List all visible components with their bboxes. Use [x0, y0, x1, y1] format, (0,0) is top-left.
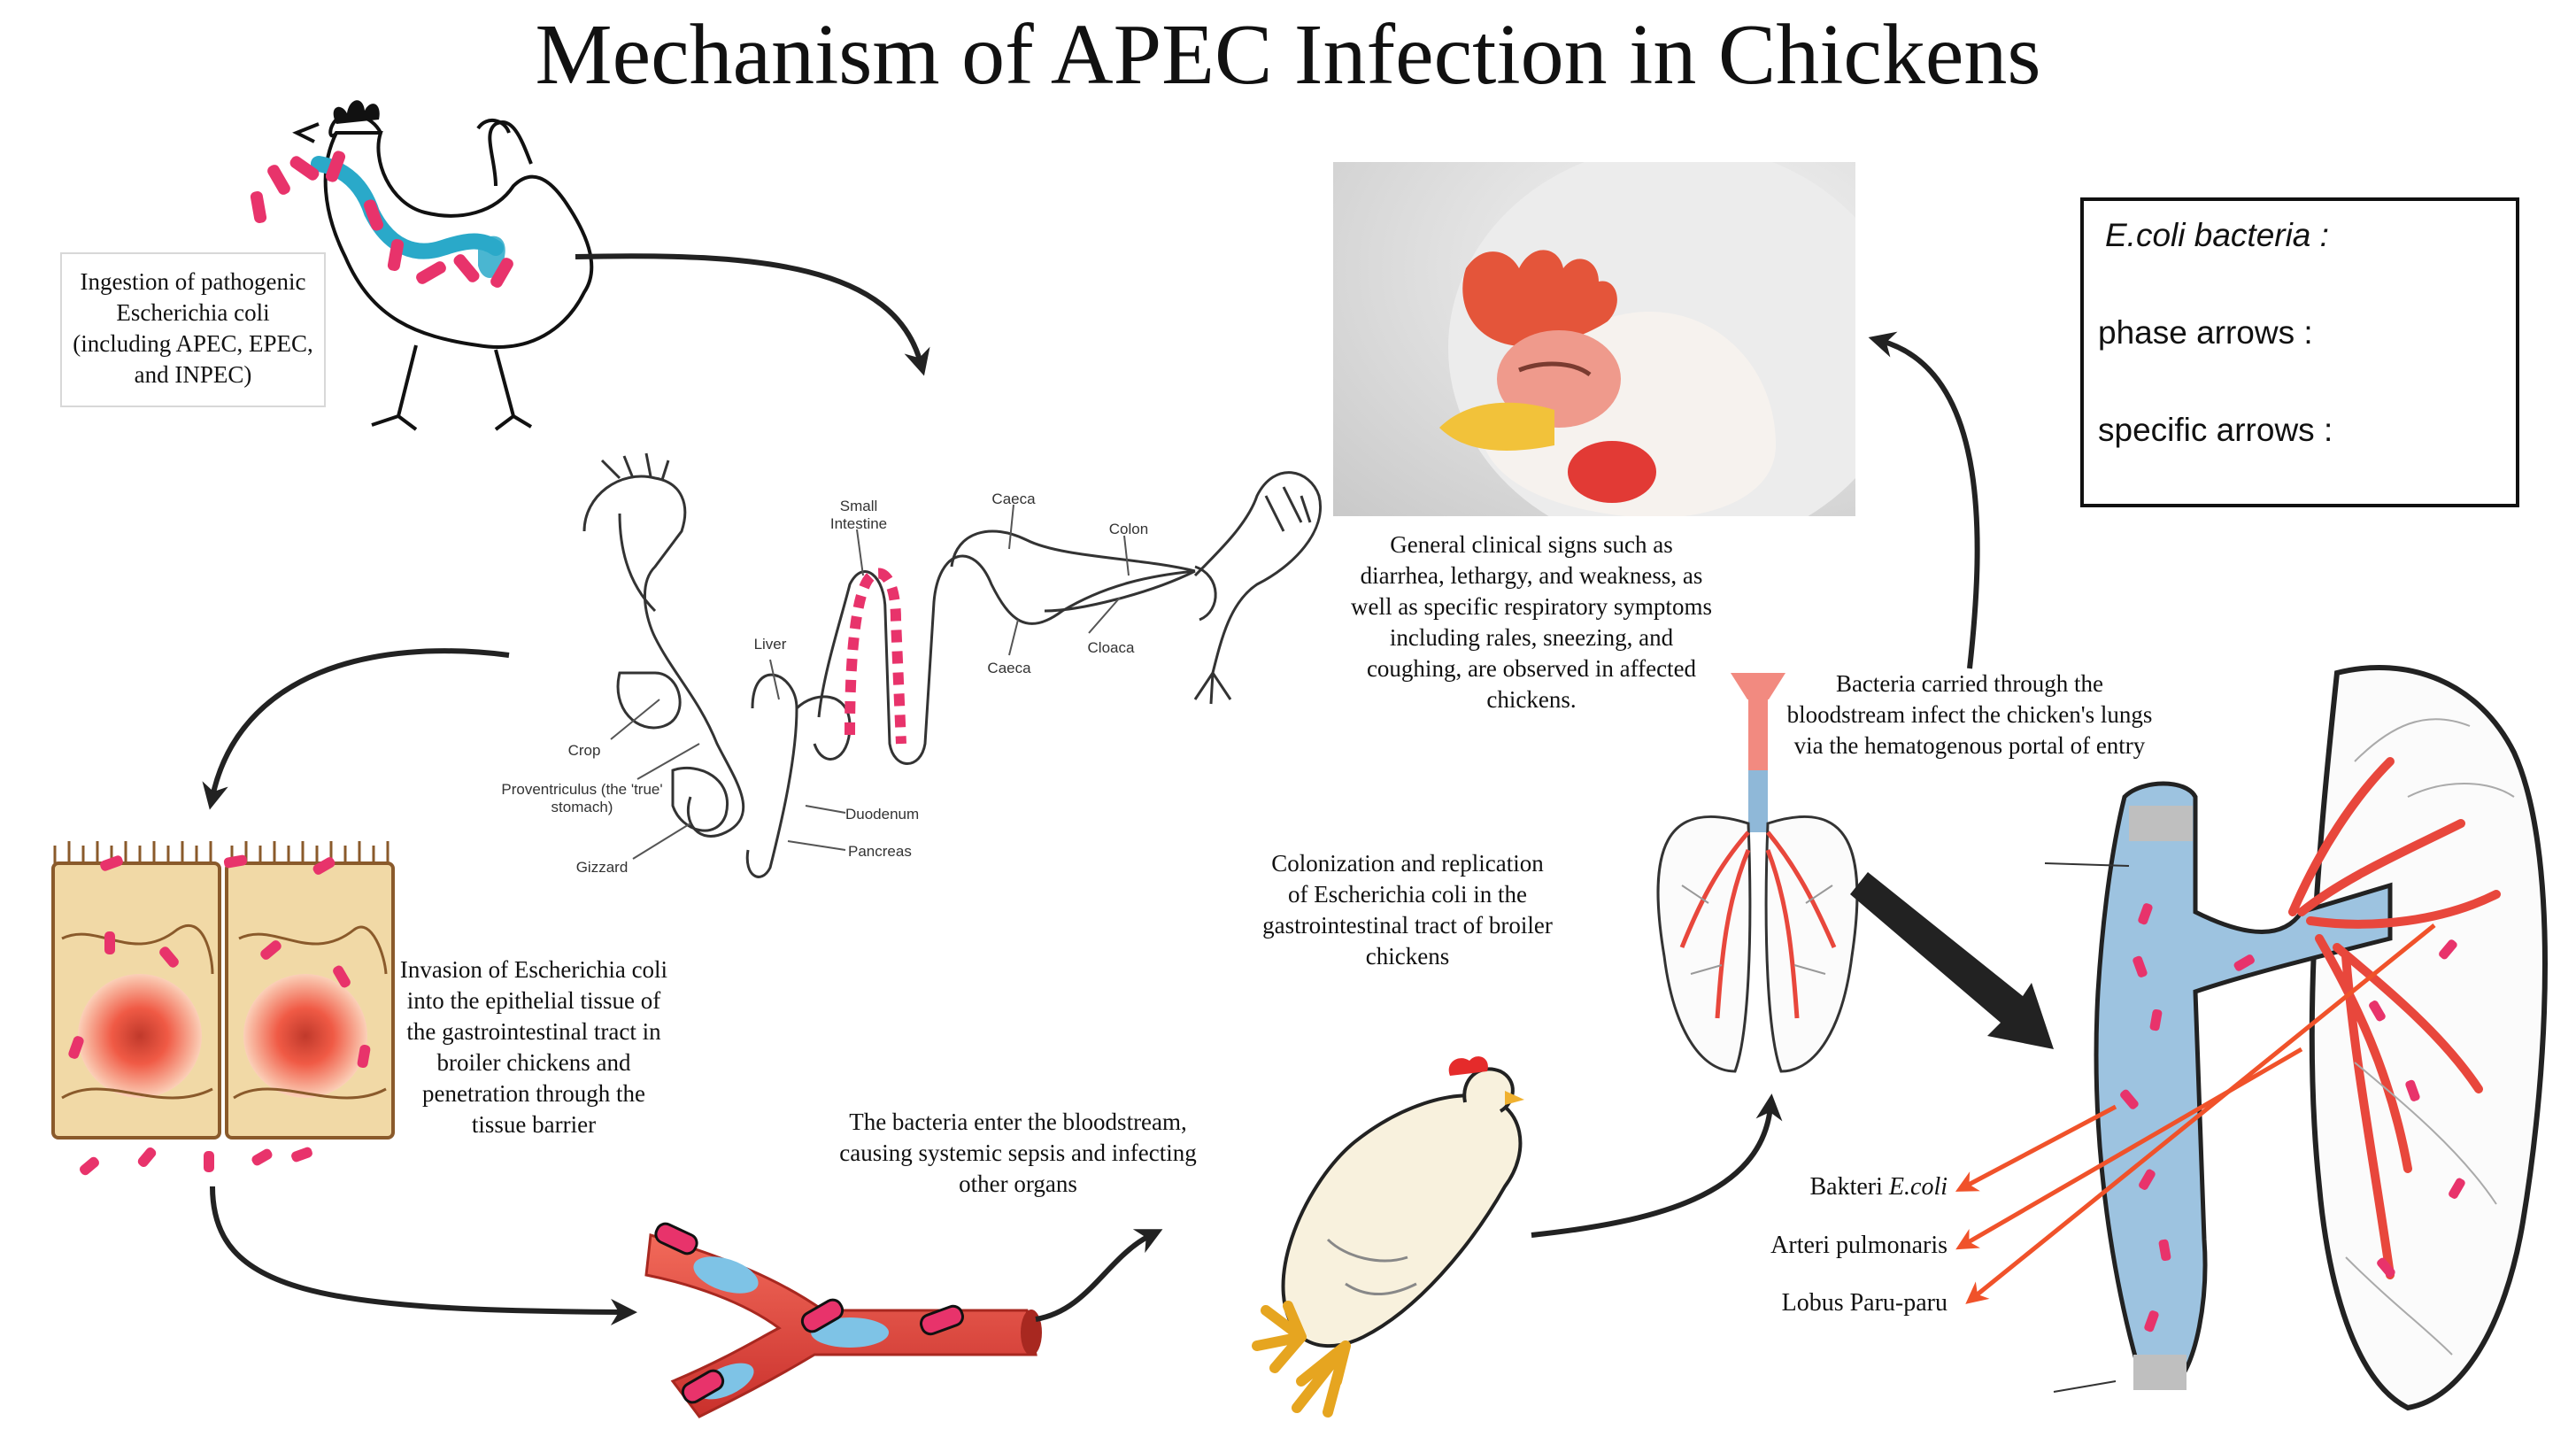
label-liver: Liver: [753, 636, 787, 653]
lung-closeup-icon: [2044, 665, 2548, 1411]
lungs-icon: [1656, 673, 1859, 1073]
big-arrow-to-closeup: [1850, 872, 2054, 1049]
chicken-comb-icon: [333, 100, 380, 124]
caption-colonization: Colonization and replication of Escheric…: [1262, 850, 1553, 970]
chicken-drinking-icon: [292, 113, 594, 431]
legend-ecoli-label: E.coli bacteria :: [2105, 217, 2329, 253]
phase-arrow-lungs-to-photo: [1868, 331, 1980, 669]
label-bakteri-italic: E.coli: [1888, 1173, 1947, 1201]
chicken-face-photo: [1333, 162, 1855, 516]
epithelial-cells-icon: [51, 841, 395, 1140]
phase-arrow-chicken-to-lungs: [1531, 1093, 1783, 1238]
label-crop: Crop: [567, 742, 601, 759]
anatomy-pointer-lines: [610, 504, 1130, 860]
caption-ingestion: Ingestion of pathogenic Escherichia coli…: [60, 252, 326, 407]
specific-arrow-lobus: [1965, 923, 2436, 1304]
specific-arrow-bakteri: [1955, 1104, 2117, 1192]
phase-arrows: [202, 253, 1980, 1325]
label-caeca-bottom: Caeca: [987, 660, 1031, 676]
label-gizzard: Gizzard: [575, 859, 629, 876]
bloodstream-bacteria-group: [654, 1222, 964, 1404]
label-bakteri-ecoli: Bakteri E.coli: [1682, 1173, 1947, 1201]
label-bakteri-prefix: Bakteri: [1809, 1173, 1889, 1201]
sick-chicken-icon: [1252, 1056, 1524, 1418]
label-proventriculus: Proventriculus (the 'true' stomach): [501, 781, 663, 815]
caption-invasion: Invasion of Escherichia coli into the ep…: [399, 956, 668, 1138]
digestive-tract-icon: [582, 452, 1322, 878]
phase-arrow-digestive-to-epithelium: [202, 648, 510, 810]
specific-arrow-arteri: [1955, 1047, 2303, 1250]
legend-phase-label: phase arrows :: [2098, 314, 2313, 351]
caption-clinical: General clinical signs such as diarrhea,…: [1351, 531, 1712, 713]
legend-box: E.coli bacteria : phase arrows : specifi…: [2080, 197, 2519, 507]
label-caeca-top: Caeca: [991, 491, 1036, 507]
caption-lungs: Bacteria carried through the bloodstream…: [1786, 670, 2153, 759]
label-arteri-pulmonaris: Arteri pulmonaris: [1770, 1232, 1947, 1259]
phase-arrow-epithelium-to-blood: [210, 1186, 637, 1325]
phase-arrow-blood-to-chicken: [1035, 1229, 1163, 1322]
phase-arrow-ingestion-to-digestive: [575, 253, 930, 376]
infected-intestine-icon: [845, 568, 906, 745]
blood-vessel-icon: [644, 1233, 1042, 1418]
label-pancreas: Pancreas: [848, 843, 912, 860]
specific-arrows: [1955, 923, 2436, 1304]
label-cloaca: Cloaca: [1087, 639, 1135, 656]
diagram-title: Mechanism of APEC Infection in Chickens: [535, 7, 2041, 103]
label-duodenum: Duodenum: [845, 806, 920, 823]
label-small-intestine: Small Intestine: [829, 498, 888, 532]
legend-specific-label: specific arrows :: [2098, 412, 2333, 448]
epithelium-bacteria-group: [68, 854, 371, 1176]
water-stream-icon: [311, 156, 504, 259]
ingested-bacteria-group: [250, 151, 513, 288]
lung-bacteria-group: [2120, 903, 2465, 1333]
caption-bloodstream: The bacteria enter the bloodstream, caus…: [839, 1109, 1197, 1197]
label-colon: Colon: [1108, 521, 1149, 537]
label-lobus-paru-paru: Lobus Paru-paru: [1781, 1289, 1947, 1317]
